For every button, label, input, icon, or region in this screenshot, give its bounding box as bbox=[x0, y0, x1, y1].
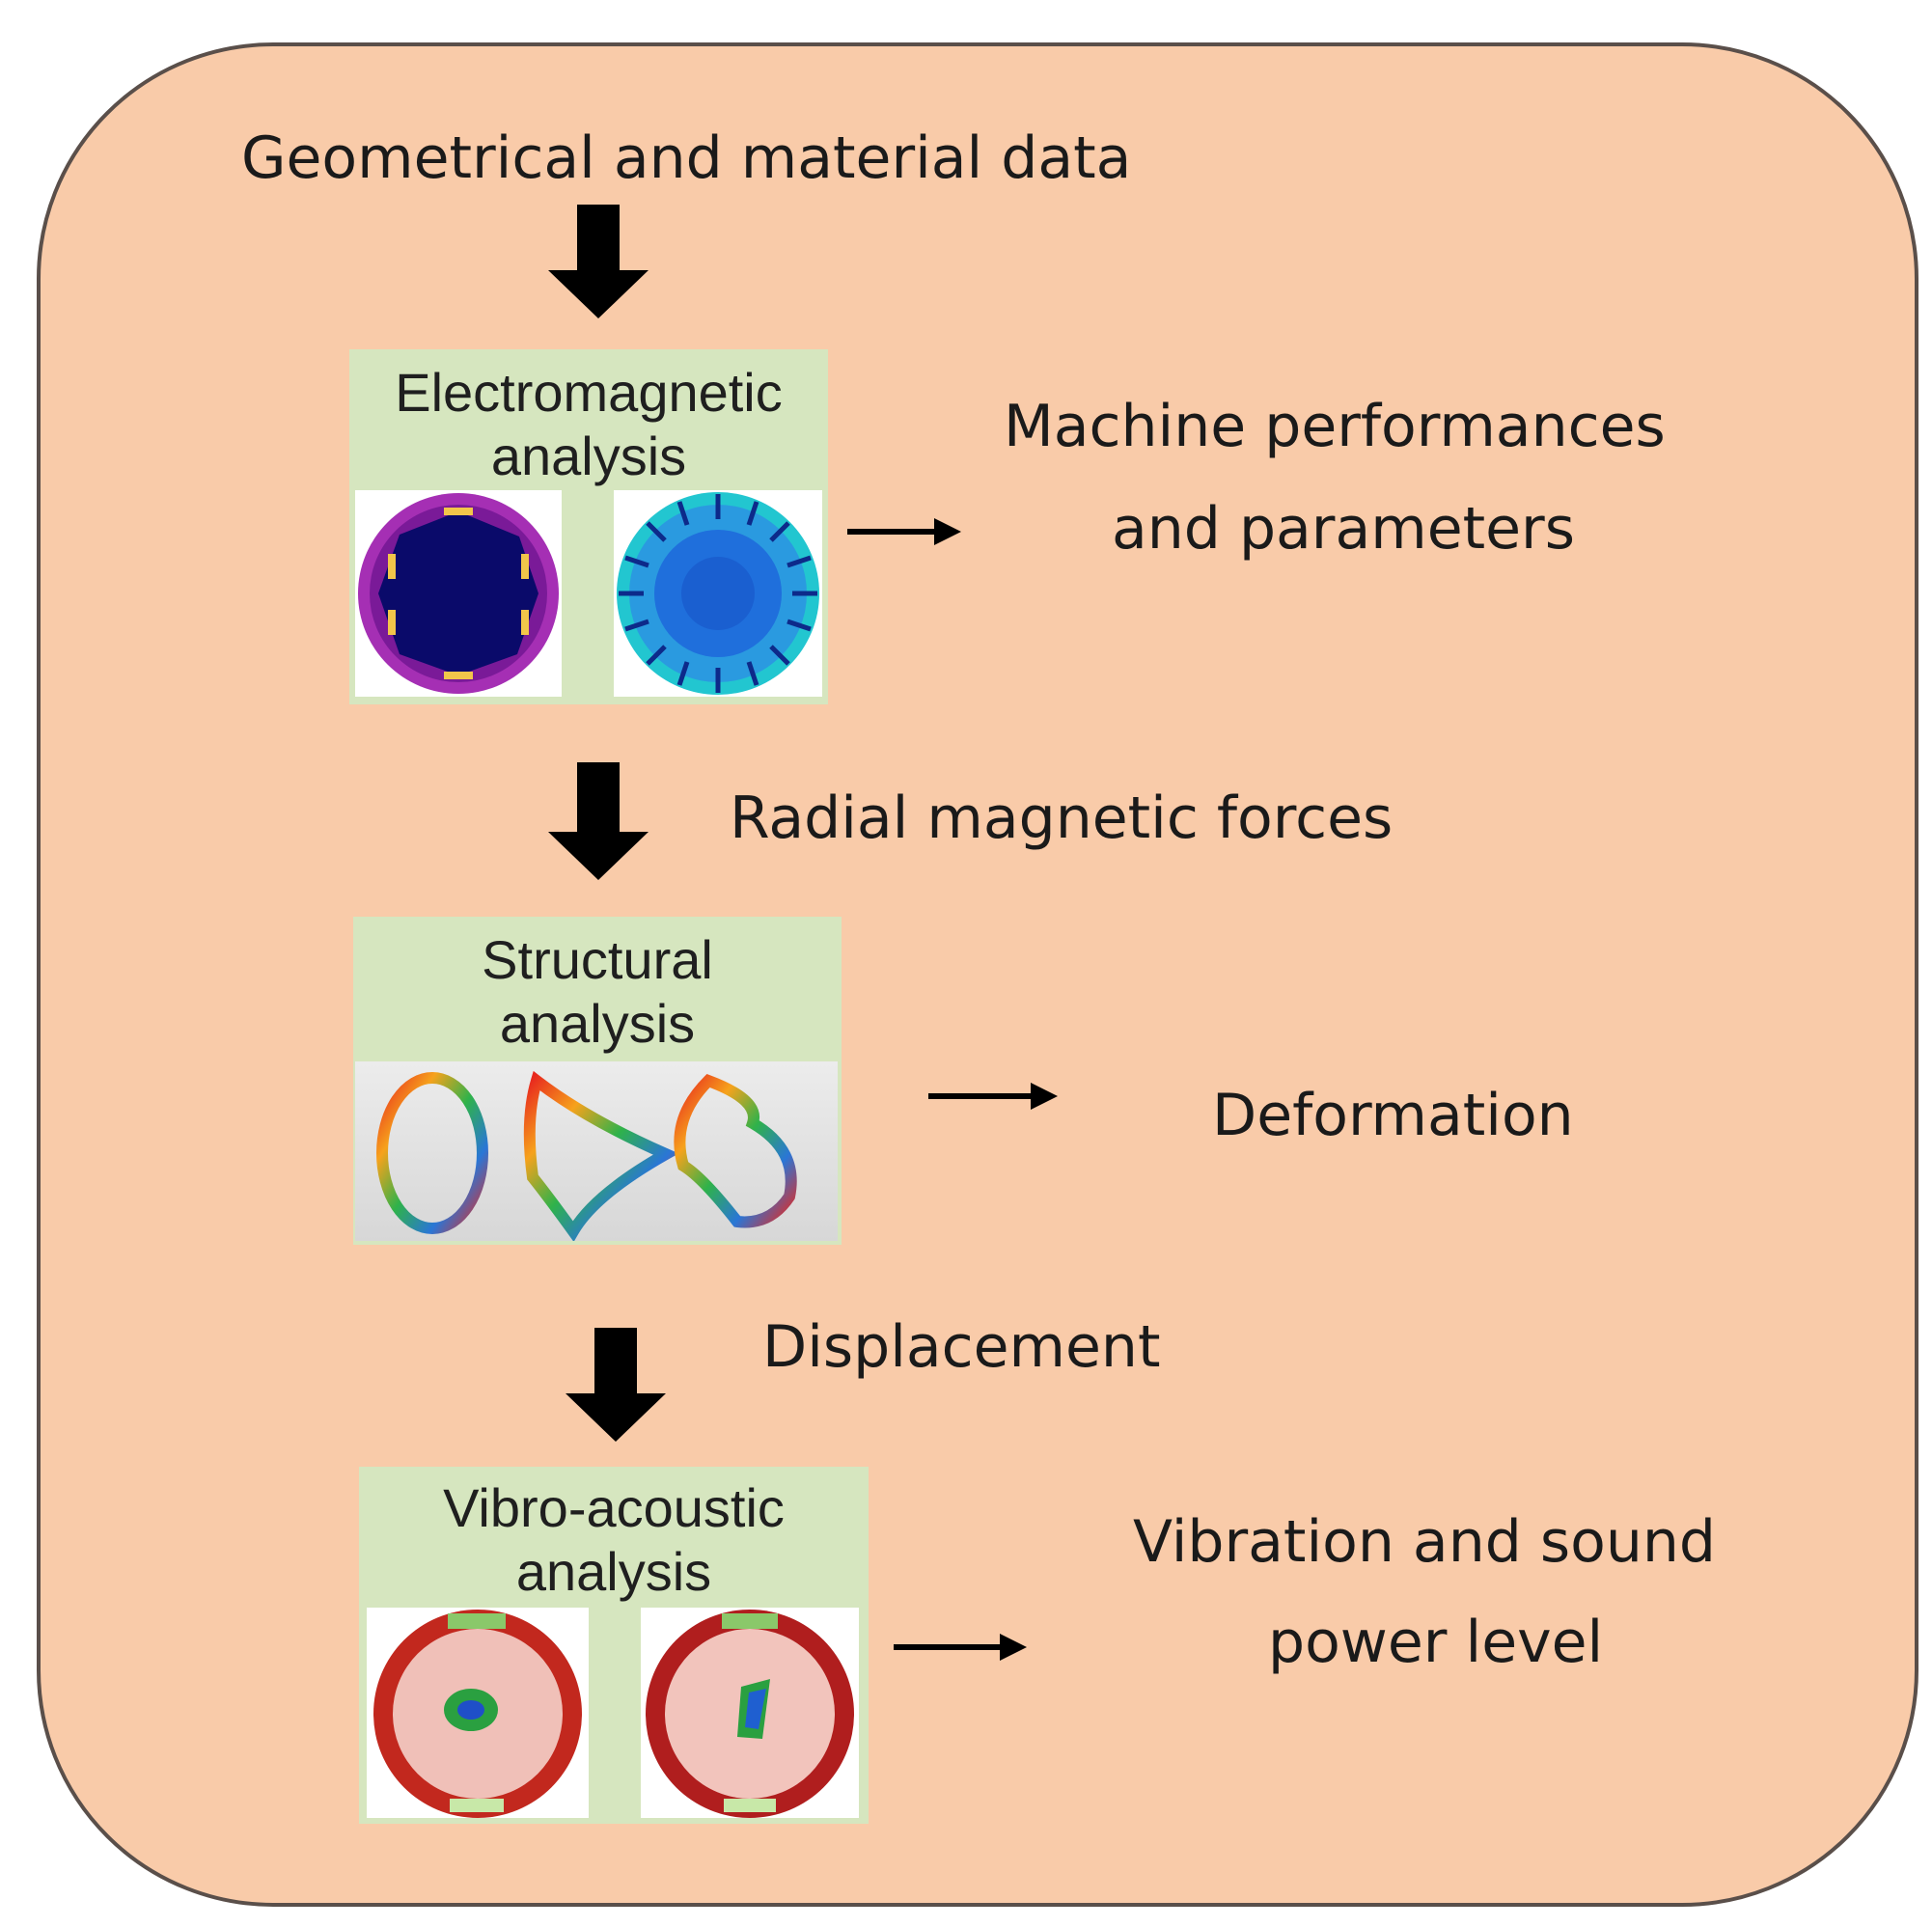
vibro-acoustic-title-line2: analysis bbox=[515, 1541, 712, 1603]
electromagnetic-title: Electromagnetic analysis bbox=[349, 361, 828, 488]
structural-modes-image bbox=[355, 1061, 838, 1243]
vibro-acoustic-title: Vibro-acoustic analysis bbox=[359, 1476, 869, 1604]
input-label: Geometrical and material data bbox=[241, 124, 1132, 192]
down-arrow-2 bbox=[548, 762, 649, 880]
right-arrow-3 bbox=[894, 1634, 1027, 1661]
structural-title-line2: analysis bbox=[499, 993, 696, 1055]
acoustic-field-plot-2 bbox=[646, 1610, 854, 1818]
structural-title: Structural analysis bbox=[353, 928, 842, 1056]
acoustic-field-image-2 bbox=[641, 1608, 859, 1818]
transfer-label-forces: Radial magnetic forces bbox=[730, 785, 1394, 852]
em-rotor-flux-plot bbox=[358, 493, 559, 694]
em-stator-flux-plot bbox=[617, 492, 819, 695]
acoustic-field-plot-1 bbox=[373, 1610, 582, 1818]
em-stator-flux-image bbox=[614, 490, 822, 697]
acoustic-field-image-1 bbox=[367, 1608, 589, 1818]
structural-output: Deformation bbox=[1212, 1082, 1574, 1149]
em-rotor-flux-image bbox=[355, 490, 562, 697]
em-output-line2: and parameters bbox=[1112, 495, 1575, 563]
acoustic-output-line2: power level bbox=[1268, 1609, 1604, 1676]
em-output-line1: Machine performances bbox=[1004, 393, 1666, 460]
right-arrow-1 bbox=[847, 518, 961, 545]
structural-title-line1: Structural bbox=[482, 929, 713, 990]
electromagnetic-title-line2: analysis bbox=[490, 426, 687, 487]
electromagnetic-title-line1: Electromagnetic bbox=[395, 362, 783, 423]
down-arrow-3 bbox=[566, 1328, 666, 1442]
right-arrow-2 bbox=[928, 1083, 1058, 1110]
vibro-acoustic-title-line1: Vibro-acoustic bbox=[443, 1477, 785, 1538]
transfer-label-displacement: Displacement bbox=[762, 1313, 1161, 1381]
structural-mode-shapes bbox=[376, 1070, 797, 1243]
down-arrow-1 bbox=[548, 205, 649, 318]
acoustic-output-line1: Vibration and sound bbox=[1133, 1508, 1716, 1576]
